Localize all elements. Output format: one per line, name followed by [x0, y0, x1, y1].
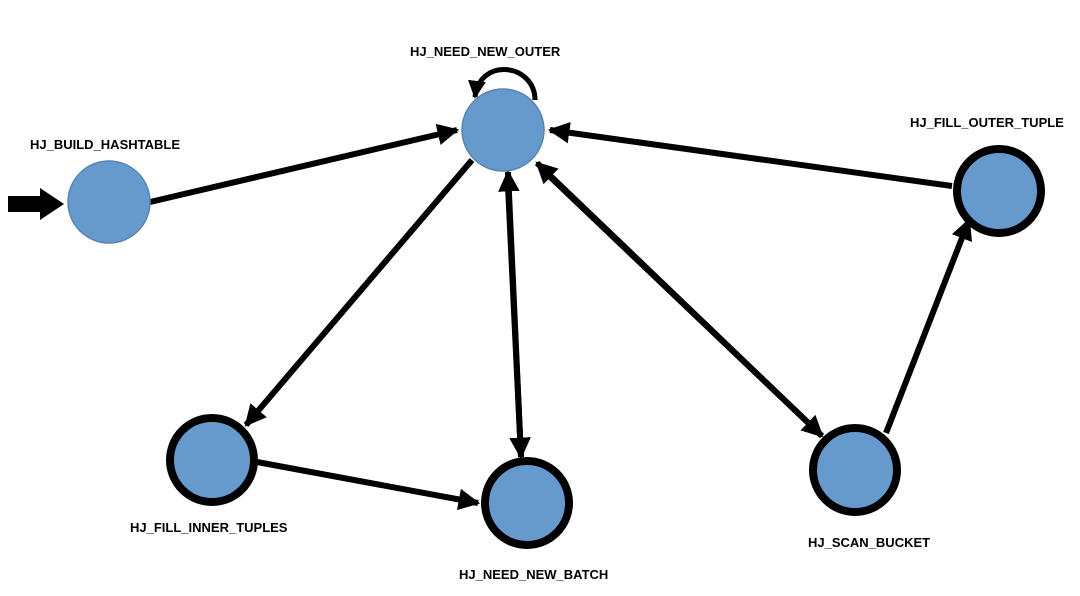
- state-node-need-new-outer: [461, 88, 545, 172]
- edge-fill-outer-tuple-to-need-new-outer: [547, 121, 953, 189]
- state-labels: HJ_BUILD_HASHTABLE HJ_NEED_NEW_OUTER HJ_…: [30, 44, 1064, 582]
- edge-need-new-outer-self-loop: [468, 67, 538, 101]
- label-fill-outer-tuple: HJ_FILL_OUTER_TUPLE: [910, 115, 1064, 130]
- edge-fill-inner-tuples-to-need-new-batch: [256, 459, 481, 511]
- state-nodes: [67, 88, 1045, 549]
- edge-need-new-batch-to-need-new-outer: [498, 169, 524, 458]
- edge-scan-bucket-to-need-new-outer: [534, 160, 825, 439]
- state-node-build-hashtable: [67, 160, 151, 244]
- state-node-scan-bucket: [809, 424, 901, 516]
- label-fill-inner-tuples: HJ_FILL_INNER_TUPLES: [130, 520, 288, 535]
- state-node-fill-outer-tuple: [953, 145, 1045, 237]
- state-node-need-new-batch: [481, 457, 573, 549]
- label-build-hashtable: HJ_BUILD_HASHTABLE: [30, 137, 180, 152]
- edge-need-new-outer-to-fill-inner-tuples: [243, 158, 475, 427]
- state-node-fill-inner-tuples: [166, 414, 258, 506]
- label-scan-bucket: HJ_SCAN_BUCKET: [808, 535, 930, 550]
- transition-edges: [8, 67, 973, 511]
- start-arrow: [8, 188, 64, 220]
- label-need-new-outer: HJ_NEED_NEW_OUTER: [410, 44, 561, 59]
- edge-build-hashtable-to-need-new-outer: [149, 123, 460, 205]
- edge-scan-bucket-to-fill-outer-tuple: [883, 217, 973, 435]
- label-need-new-batch: HJ_NEED_NEW_BATCH: [459, 567, 608, 582]
